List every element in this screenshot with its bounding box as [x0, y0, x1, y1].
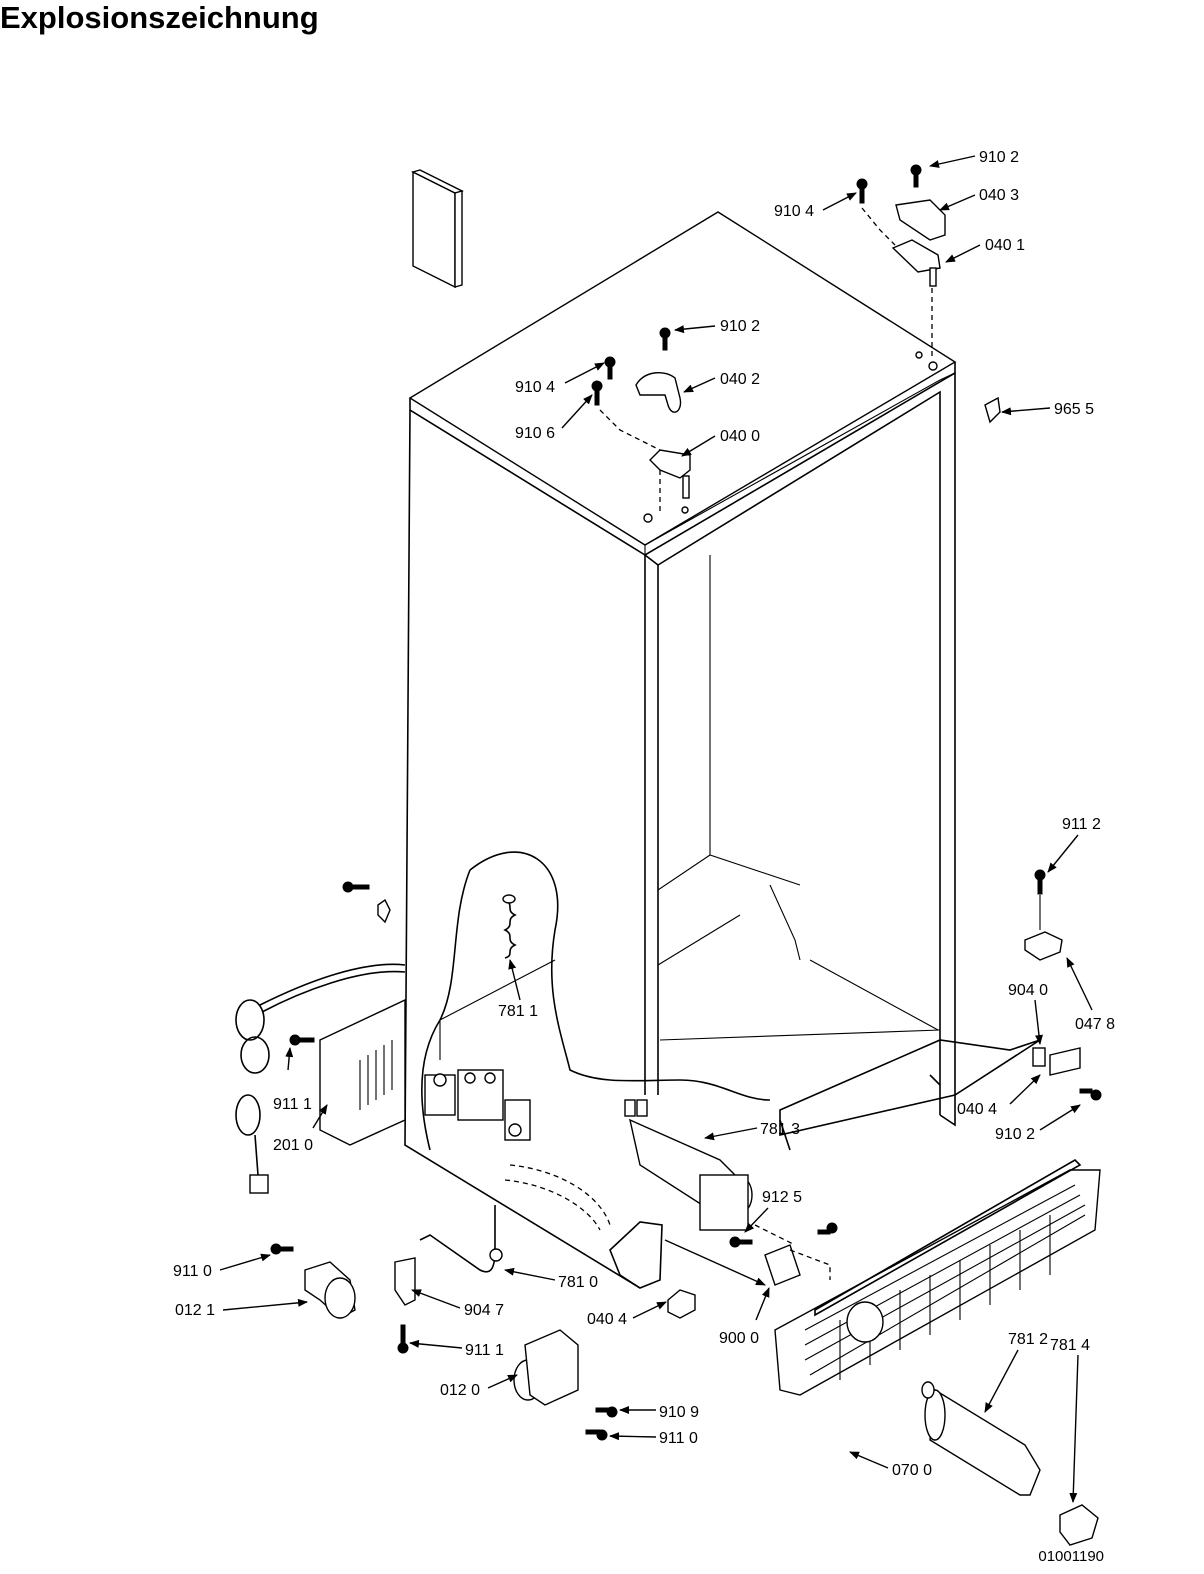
bracket-040-4-mid: [667, 1289, 696, 1319]
callout-040-4-mid: 040 4: [587, 1311, 627, 1328]
screw-910-2-top: [910, 164, 922, 188]
callout-911-1-bottom: 911 1: [465, 1342, 504, 1359]
screw-910-9: [595, 1406, 618, 1418]
bracket-904-0: [1032, 1047, 1081, 1076]
burner-781-3: [624, 1099, 753, 1231]
callout-965-5: 965 5: [1054, 401, 1094, 418]
callout-910-2-right: 910 2: [995, 1126, 1035, 1143]
callout-904-0: 904 0: [1008, 982, 1048, 999]
foot-012-0: [513, 1329, 579, 1406]
control-panel-201-0: [289, 998, 406, 1146]
callout-040-0: 040 0: [720, 428, 760, 445]
screw-911-2: [1034, 869, 1046, 930]
manual-booklet: [411, 169, 464, 289]
screw-911-0-bottom: [585, 1429, 608, 1441]
clip-965-5: [984, 396, 1001, 424]
top-hinge-right: [861, 199, 946, 371]
callout-781-2: 781 2: [1008, 1331, 1048, 1348]
screw-910-4-top: [856, 178, 868, 204]
screw-910-2-right: [1079, 1088, 1102, 1101]
callout-910-9: 910 9: [659, 1404, 699, 1421]
bracket-904-7: [394, 1257, 416, 1306]
callout-012-1: 012 1: [175, 1302, 215, 1319]
foot-012-1: [270, 1243, 356, 1319]
callout-910-6: 910 6: [515, 425, 555, 442]
screw-left-side: [342, 881, 391, 924]
top-hinge-left: [599, 372, 691, 523]
drawing-number: 01001190: [1038, 1548, 1104, 1565]
callout-900-0: 900 0: [719, 1330, 759, 1347]
drain-tube-781-1: [502, 894, 517, 959]
callout-781-3: 781 3: [760, 1121, 800, 1138]
callout-781-1: 781 1: [498, 1003, 538, 1020]
callout-labels: 910 2 910 4 040 3 040 1 910 2 910 4 040 …: [173, 149, 1115, 1479]
callout-040-3: 040 3: [979, 187, 1019, 204]
knob-781-4: [1059, 1504, 1099, 1546]
callout-012-0: 012 0: [440, 1382, 480, 1399]
callout-040-4-right: 040 4: [957, 1101, 997, 1118]
callout-911-0-left: 911 0: [173, 1263, 212, 1280]
callout-910-2-top: 910 2: [979, 149, 1019, 166]
screw-910-4-mid: [604, 356, 616, 380]
callout-911-2: 911 2: [1062, 816, 1101, 833]
callout-910-2-mid: 910 2: [720, 318, 760, 335]
callout-904-7: 904 7: [464, 1302, 504, 1319]
page-title: Explosionszeichnung: [0, 0, 319, 35]
front-bottom-bracket: [609, 1221, 663, 1289]
refrigerator-cabinet: [404, 211, 1041, 1289]
power-cord: [235, 963, 406, 1194]
callout-047-8: 047 8: [1075, 1016, 1115, 1033]
callout-781-0: 781 0: [558, 1274, 598, 1291]
bracket-047-8: [1024, 931, 1063, 961]
tube-781-0: [419, 1205, 503, 1273]
screw-910-6-mid: [591, 380, 603, 406]
callout-201-0: 201 0: [273, 1137, 313, 1154]
igniter-781-2: [921, 1381, 1041, 1496]
callout-040-1: 040 1: [985, 237, 1025, 254]
screw-910-2-mid: [659, 327, 671, 351]
bracket-900-0: [729, 1222, 838, 1286]
callout-040-2: 040 2: [720, 371, 760, 388]
internal-valve-assembly: [424, 1069, 611, 1231]
callout-911-1-left: 911 1: [273, 1096, 312, 1113]
callout-910-4-mid: 910 4: [515, 379, 555, 396]
screw-911-1-bottom: [397, 1324, 409, 1354]
callout-070-0: 070 0: [892, 1462, 932, 1479]
leader-lines: [219, 155, 1093, 1503]
callout-912-5: 912 5: [762, 1189, 802, 1206]
callout-910-4-top: 910 4: [774, 203, 814, 220]
grille-070-0: [774, 1159, 1101, 1396]
callout-781-4: 781 4: [1050, 1337, 1090, 1354]
callout-911-0-bottom: 911 0: [659, 1430, 698, 1447]
